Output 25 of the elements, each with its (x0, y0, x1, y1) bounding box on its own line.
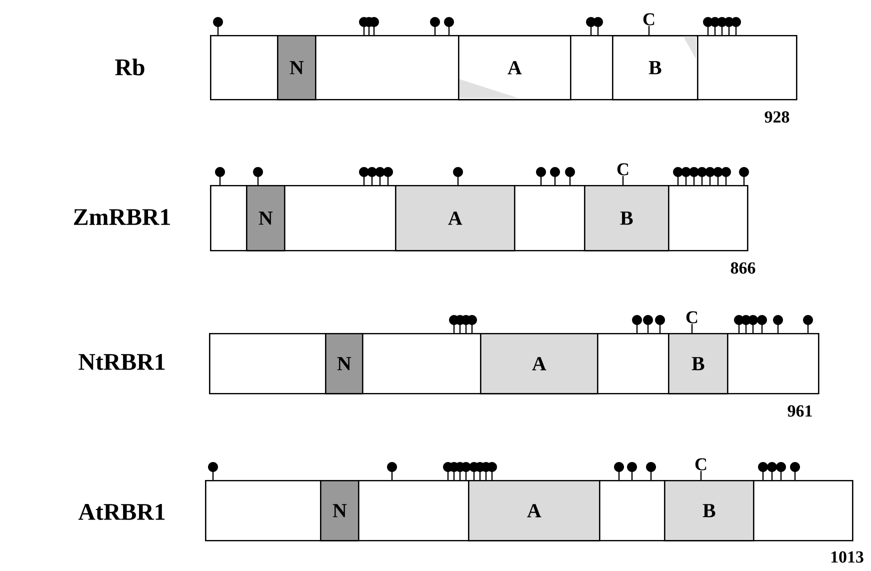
domain-box: B (612, 35, 698, 100)
domain-box: A (480, 333, 598, 394)
domain-box: A (395, 185, 516, 252)
domain-box: N (277, 35, 316, 100)
length-label: 961 (788, 405, 812, 417)
domain-box: B (664, 480, 754, 542)
protein-bar (210, 35, 798, 100)
length-label: 1013 (831, 551, 864, 563)
residue-label: C (695, 458, 706, 480)
length-label: 866 (730, 262, 756, 274)
protein-name: NtRBR1 (78, 354, 165, 370)
domain-box: N (320, 480, 360, 542)
domain-box: B (668, 333, 728, 394)
residue-label: C (617, 163, 628, 185)
protein-name: Rb (115, 58, 144, 76)
domain-box: A (468, 480, 600, 542)
domain-box: N (246, 185, 286, 252)
domain-box: B (584, 185, 670, 252)
protein-name: ZmRBR1 (74, 209, 170, 225)
length-label: 928 (764, 111, 790, 123)
residue-label: C (643, 13, 654, 35)
domain-box: N (325, 333, 364, 394)
residue-label: C (686, 311, 698, 333)
domain-box: A (458, 35, 572, 100)
protein-name: AtRBR1 (78, 504, 165, 520)
